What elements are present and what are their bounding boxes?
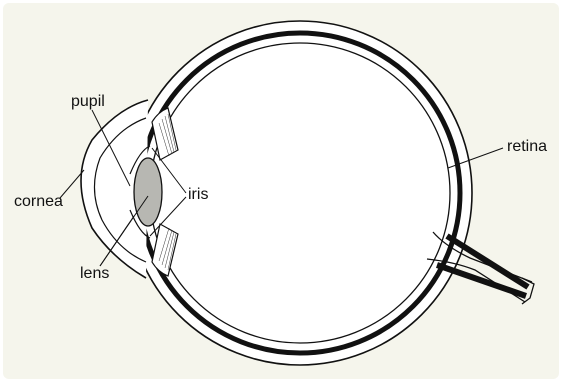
label-pupil: pupil: [71, 94, 105, 110]
label-lens: lens: [80, 266, 109, 282]
lens-shape: [134, 158, 162, 226]
label-cornea: cornea: [14, 194, 63, 210]
label-iris: iris: [188, 187, 208, 203]
label-retina: retina: [507, 139, 547, 155]
